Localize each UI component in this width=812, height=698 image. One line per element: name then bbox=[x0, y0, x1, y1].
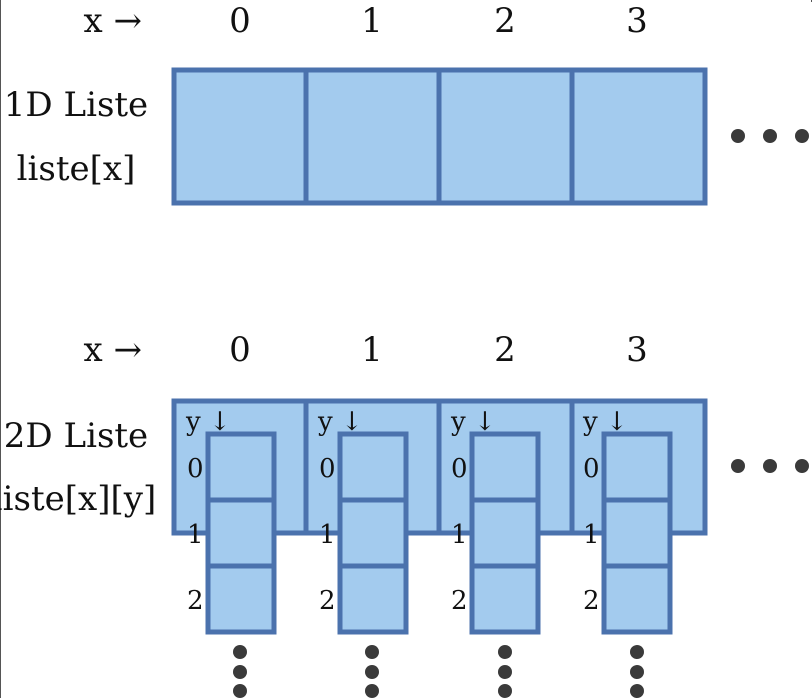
ellipsis-dot bbox=[763, 459, 777, 473]
one-d-section: x → 0 1 2 3 1D Liste liste[x] bbox=[4, 1, 809, 206]
ellipsis-vertical bbox=[365, 645, 379, 698]
ellipsis-vertical bbox=[498, 645, 512, 698]
ellipsis-dot bbox=[795, 459, 809, 473]
two-d-column-3: y ↓ 0 1 2 bbox=[582, 407, 673, 698]
ellipsis-dot bbox=[731, 459, 745, 473]
two-d-accessor: liste[x][y] bbox=[0, 479, 156, 519]
two-d-x-index: 1 bbox=[361, 330, 383, 370]
two-d-x-axis-label: x → bbox=[84, 330, 142, 370]
one-d-x-axis-label: x → bbox=[84, 1, 142, 41]
ellipsis-dot bbox=[731, 129, 745, 143]
ellipsis-dot bbox=[365, 645, 379, 659]
two-d-inner-cell bbox=[337, 431, 409, 503]
two-d-title: 2D Liste bbox=[4, 416, 148, 456]
two-d-inner-cell bbox=[601, 497, 673, 569]
two-d-inner-cell bbox=[337, 563, 409, 635]
two-d-inner-cell bbox=[469, 431, 541, 503]
two-d-inner-cell bbox=[601, 431, 673, 503]
two-d-column-0: y ↓ 0 1 2 bbox=[185, 407, 277, 698]
y-index: 1 bbox=[319, 520, 336, 550]
y-index: 0 bbox=[187, 454, 204, 484]
ellipsis-dot bbox=[233, 645, 247, 659]
one-d-x-index: 3 bbox=[626, 1, 648, 41]
one-d-title: 1D Liste bbox=[4, 85, 148, 125]
ellipsis-dot bbox=[233, 665, 247, 679]
two-d-column-1: y ↓ 0 1 2 bbox=[317, 407, 409, 698]
one-d-cell bbox=[569, 67, 708, 206]
y-index: 1 bbox=[187, 520, 204, 550]
two-d-inner-cell bbox=[601, 563, 673, 635]
two-d-inner-cell bbox=[205, 497, 277, 569]
y-index: 0 bbox=[319, 454, 336, 484]
y-index: 0 bbox=[451, 454, 468, 484]
two-d-x-indices: 0 1 2 3 bbox=[229, 330, 648, 370]
y-index: 0 bbox=[583, 454, 600, 484]
two-d-inner-cell bbox=[337, 497, 409, 569]
left-border bbox=[0, 0, 1, 698]
ellipsis-dot bbox=[498, 645, 512, 659]
ellipsis-vertical bbox=[630, 645, 644, 698]
y-index: 1 bbox=[451, 520, 468, 550]
y-index: 1 bbox=[583, 520, 600, 550]
one-d-cell bbox=[171, 67, 309, 206]
two-d-column-2: y ↓ 0 1 2 bbox=[450, 407, 541, 698]
ellipsis-vertical bbox=[233, 645, 247, 698]
one-d-x-index: 0 bbox=[229, 1, 251, 41]
one-d-cells bbox=[171, 67, 708, 206]
one-d-accessor: liste[x] bbox=[17, 149, 136, 189]
two-d-x-index: 0 bbox=[229, 330, 251, 370]
ellipsis-dot bbox=[630, 684, 644, 698]
two-d-inner-cell bbox=[469, 497, 541, 569]
y-index: 2 bbox=[319, 586, 336, 616]
two-d-inner-cell bbox=[205, 563, 277, 635]
one-d-cell bbox=[303, 67, 442, 206]
ellipsis-dot bbox=[498, 665, 512, 679]
ellipsis-dot bbox=[795, 129, 809, 143]
y-index: 2 bbox=[187, 586, 204, 616]
ellipsis-dot bbox=[498, 684, 512, 698]
one-d-cell bbox=[436, 67, 575, 206]
ellipsis-dot bbox=[630, 645, 644, 659]
ellipsis-dot bbox=[233, 684, 247, 698]
one-d-ellipsis-horizontal bbox=[731, 129, 809, 143]
two-d-inner-cell bbox=[205, 431, 277, 503]
two-d-x-index: 2 bbox=[494, 330, 516, 370]
one-d-x-indices: 0 1 2 3 bbox=[229, 1, 648, 41]
two-d-ellipsis-horizontal bbox=[731, 459, 809, 473]
y-index: 2 bbox=[451, 586, 468, 616]
ellipsis-dot bbox=[365, 684, 379, 698]
two-d-inner-cell bbox=[469, 563, 541, 635]
ellipsis-dot bbox=[365, 665, 379, 679]
y-index: 2 bbox=[583, 586, 600, 616]
ellipsis-dot bbox=[763, 129, 777, 143]
ellipsis-dot bbox=[630, 665, 644, 679]
two-d-section: x → 0 1 2 3 2D Liste liste[x][y] y ↓ 0 1… bbox=[0, 330, 809, 698]
two-d-x-index: 3 bbox=[626, 330, 648, 370]
one-d-x-index: 2 bbox=[494, 1, 516, 41]
one-d-x-index: 1 bbox=[361, 1, 383, 41]
